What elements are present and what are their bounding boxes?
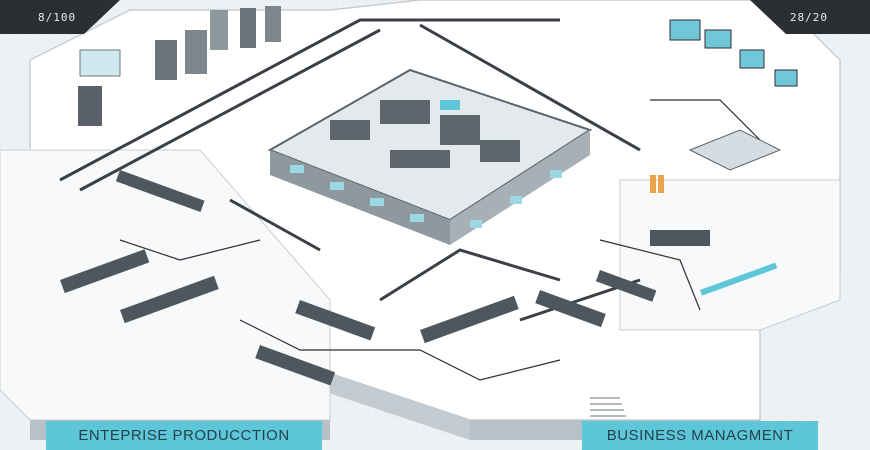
central-platform <box>267 68 593 245</box>
top-left-machinery <box>78 6 281 126</box>
top-right-code-badge: 28/20 <box>750 0 870 34</box>
production-lines <box>60 170 710 386</box>
business-management-banner: BUSINESS MANAGMENT <box>582 421 818 450</box>
enterprise-production-banner: ENTEPRISE PRODUCCTION <box>46 421 322 450</box>
stairs <box>590 397 626 417</box>
cyan-walkway <box>699 262 778 296</box>
routing-lines <box>119 99 761 381</box>
control-room <box>650 19 798 193</box>
right-annex <box>619 179 841 331</box>
